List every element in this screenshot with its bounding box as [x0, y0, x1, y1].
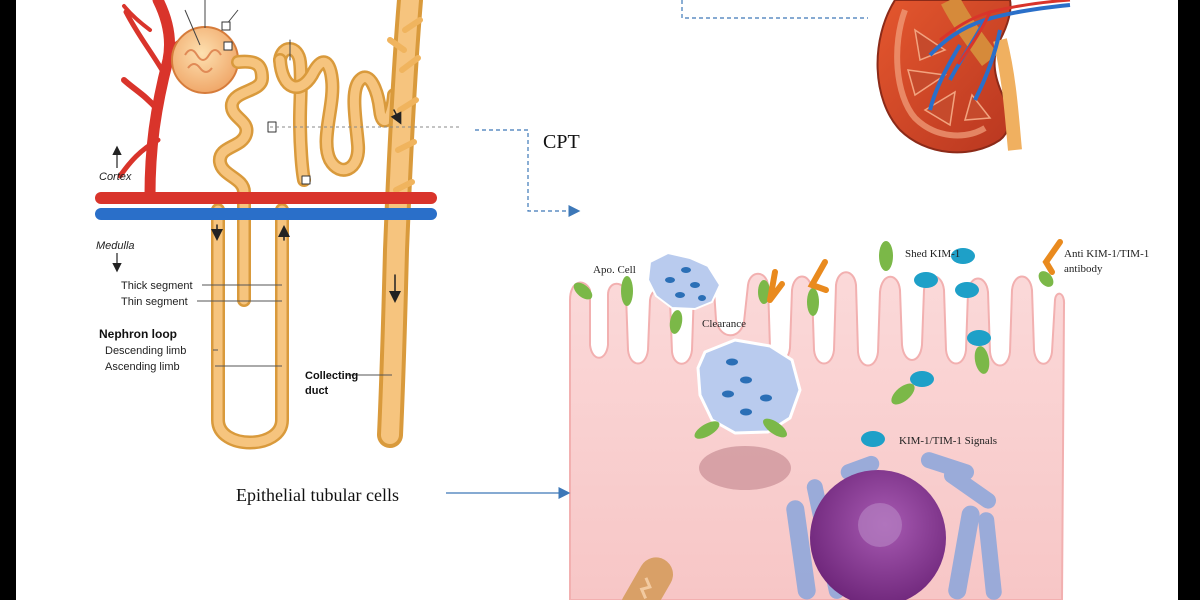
left-black-border: [0, 0, 16, 600]
nucleolus: [858, 503, 902, 547]
thin-segment-label: Thin segment: [121, 296, 188, 308]
anti-antibody-label-line1: Anti KIM-1/TIM-1: [1064, 248, 1149, 260]
collecting-duct-label-line1: Collecting: [305, 370, 358, 382]
nephron-illustration: Cortex Medulla Thick segment Thin segmen…: [95, 0, 437, 450]
descending-limb-label: Descending limb: [105, 345, 186, 357]
nephron-loop-label: Nephron loop: [99, 327, 177, 341]
epithelial-tubular-cells-label: Epithelial tubular cells: [236, 485, 399, 505]
thick-segment-label: Thick segment: [121, 280, 193, 292]
glomerulus: [171, 0, 253, 94]
antibodies: [767, 239, 1063, 303]
kidney-connector-dashed: [681, 0, 868, 19]
cpt-dashed-arrow: [475, 129, 581, 217]
epithelial-cell-illustration: Apo. Cell Clearance Shed KIM-1 Anti KIM-…: [569, 239, 1149, 600]
clearance-label: Clearance: [702, 318, 746, 330]
anti-antibody-label-line2: antibody: [1064, 263, 1103, 275]
apo-cell-label: Apo. Cell: [593, 264, 636, 276]
apoptotic-cell-engulfed: [696, 338, 802, 435]
kim-signals-label: KIM-1/TIM-1 Signals: [899, 435, 997, 447]
figure-panel: Cortex Medulla Thick segment Thin segmen…: [16, 0, 1178, 600]
medulla-label: Medulla: [96, 240, 135, 252]
shed-kim1: [861, 248, 991, 447]
convoluted-tubule: [213, 39, 401, 307]
nephron-loop: [211, 203, 290, 450]
mitochondrion: [621, 557, 673, 600]
collecting-duct-label-line2: duct: [305, 385, 329, 397]
ascending-limb-label: Ascending limb: [105, 361, 180, 373]
arteriole: [117, 0, 185, 201]
arcuate-vein: [95, 208, 437, 220]
cortex-label: Cortex: [99, 171, 132, 183]
right-black-border: [1178, 0, 1200, 600]
collecting-duct: [377, 0, 423, 448]
leader-lines: [197, 284, 392, 376]
kidney-illustration: [876, 0, 1071, 154]
shed-kim1-label: Shed KIM-1: [905, 248, 960, 260]
apoptotic-cell-top: [647, 252, 721, 310]
kim1-receptors: [573, 241, 1054, 439]
cpt-label: CPT: [543, 131, 580, 153]
diagram-canvas: Cortex Medulla Thick segment Thin segmen…: [95, 0, 1149, 600]
arcuate-artery: [95, 192, 437, 204]
